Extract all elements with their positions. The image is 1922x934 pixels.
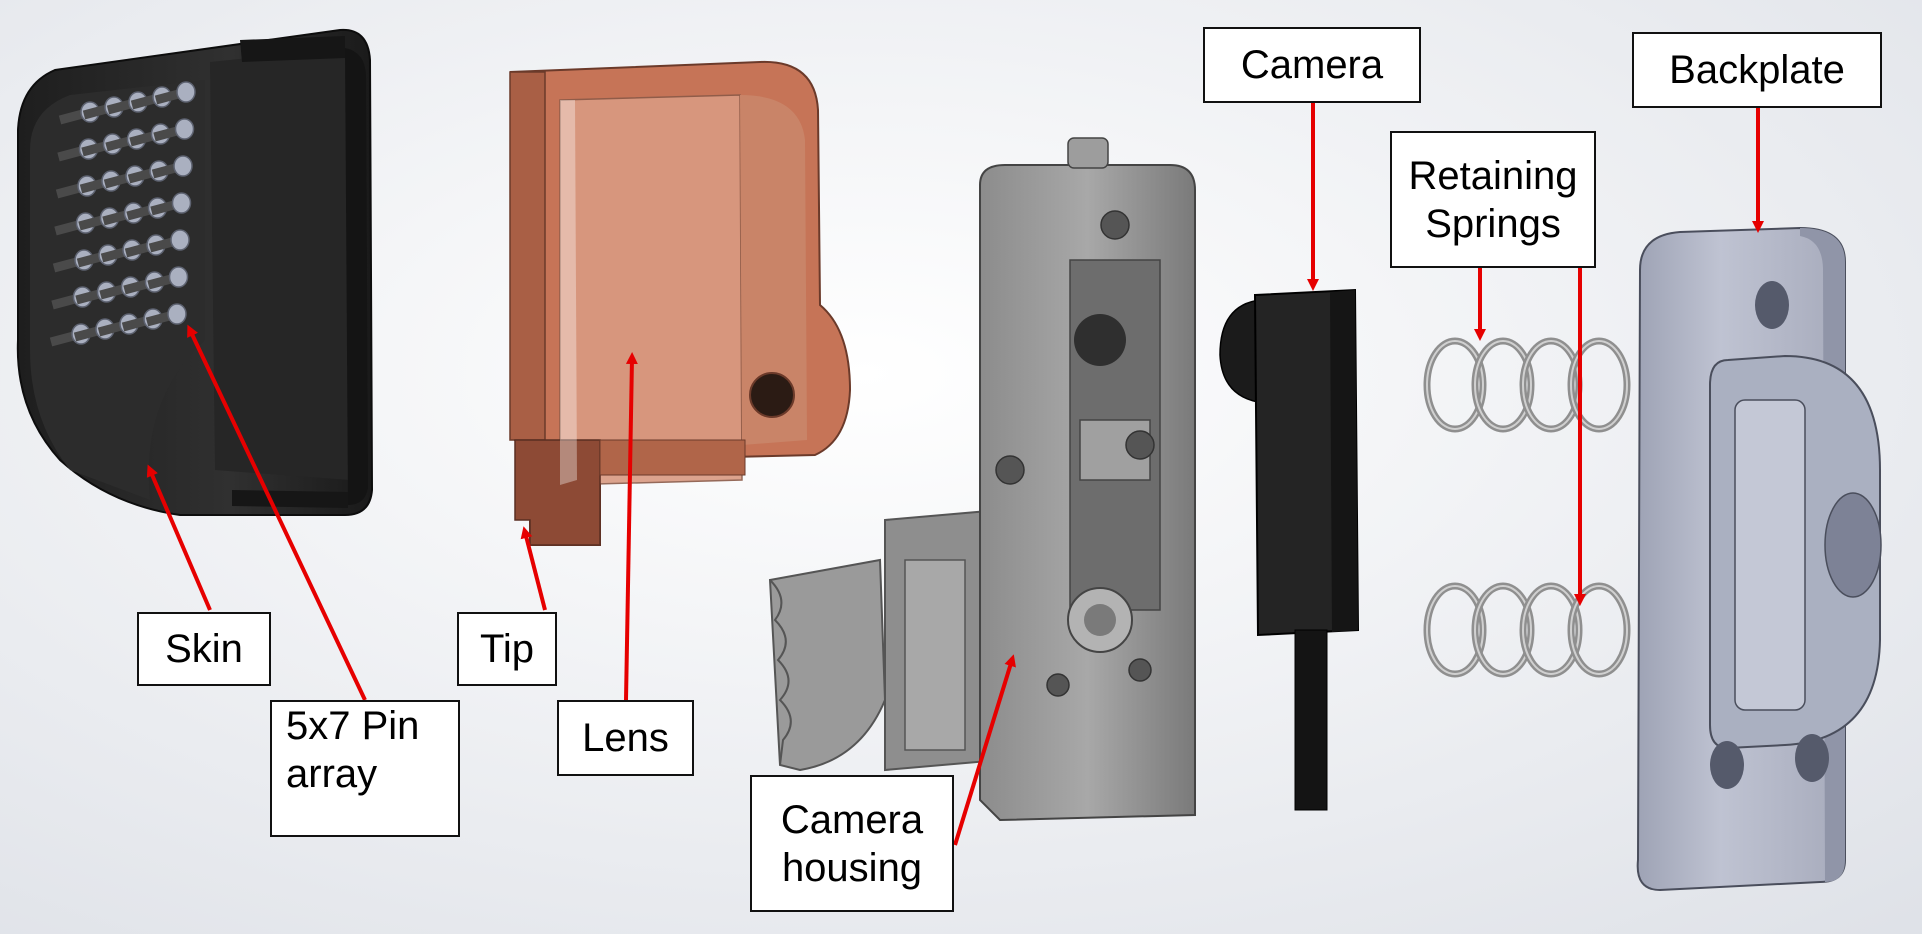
camera-part	[1219, 288, 1360, 811]
label-retaining-springs-line1: Retaining	[1408, 153, 1578, 198]
label-skin-text: Skin	[165, 627, 243, 671]
label-tip: Tip	[457, 612, 557, 686]
pin-head	[167, 303, 187, 325]
spring-coil-highlight	[1570, 585, 1628, 675]
label-pin-array-line2: array	[286, 752, 378, 796]
label-retaining-springs-line2: Springs	[1425, 201, 1561, 246]
pin-head	[170, 229, 190, 251]
label-retaining-springs: Retaining Springs	[1390, 131, 1596, 268]
label-backplate-text: Backplate	[1669, 48, 1845, 92]
spring-coil-highlight	[1522, 585, 1580, 675]
label-pin-array: 5x7 Pin array	[270, 700, 460, 837]
spring-coil-highlight	[1570, 340, 1628, 430]
label-pin-array-line1: 5x7 Pin	[286, 704, 420, 748]
pin-head	[168, 266, 189, 288]
spring-coil-highlight	[1474, 585, 1532, 675]
label-tip-text: Tip	[479, 627, 535, 671]
label-lens-text: Lens	[582, 716, 669, 760]
label-lens: Lens	[557, 700, 694, 776]
arrow-pin-array	[187, 324, 367, 701]
retaining-springs-part	[1423, 337, 1631, 678]
label-camera-text: Camera	[1240, 43, 1384, 87]
pin-head	[174, 118, 195, 140]
label-camera: Camera	[1203, 27, 1421, 103]
label-camera-housing-line2: housing	[781, 845, 923, 890]
arrow-tip	[520, 526, 547, 611]
label-backplate: Backplate	[1632, 32, 1882, 108]
arrow-lens	[624, 352, 638, 701]
pin-head	[173, 155, 193, 177]
pointer-arrows	[146, 103, 1764, 846]
label-camera-housing: Camera housing	[750, 775, 954, 912]
backplate-part	[1636, 226, 1882, 892]
arrow-skin	[146, 464, 212, 611]
pin-head	[171, 192, 192, 214]
label-skin: Skin	[137, 612, 271, 686]
skin-part	[16, 28, 374, 516]
spring-coil-highlight	[1426, 340, 1484, 430]
camera-housing-part	[768, 137, 1196, 822]
pin-array	[49, 81, 196, 347]
pin-head	[176, 81, 196, 103]
label-camera-housing-line1: Camera	[780, 797, 924, 842]
spring-coil-highlight	[1426, 585, 1484, 675]
tip-part	[509, 60, 852, 546]
spring-coil-highlight	[1474, 340, 1532, 430]
arrow-camera-housing	[953, 654, 1016, 846]
